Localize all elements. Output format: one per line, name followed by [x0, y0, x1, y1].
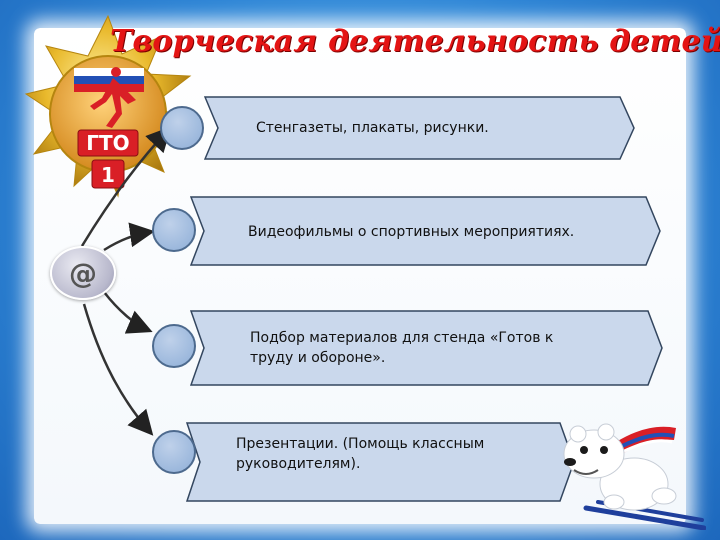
- page-title: Творческая деятельность детей: [110, 24, 720, 59]
- list-item: Презентации. (Помощь классным руководите…: [186, 422, 576, 502]
- item-text: Стенгазеты, плакаты, рисунки.: [256, 120, 489, 136]
- item-text: Подбор материалов для стенда «Готов к тр…: [250, 330, 554, 366]
- item-node-3: [152, 324, 196, 368]
- item-text: Презентации. (Помощь классным руководите…: [236, 436, 485, 472]
- item-node-4: [152, 430, 196, 474]
- list-item: Подбор материалов для стенда «Готов к тр…: [190, 310, 664, 386]
- medal-label-top: ГТО: [86, 131, 129, 155]
- item-text: Видеофильмы о спортивных мероприятиях.: [248, 224, 575, 240]
- polar-bear-mascot-icon: [563, 423, 706, 530]
- arrow-2: [103, 222, 155, 252]
- medal-label-num: 1: [101, 163, 115, 187]
- item-node-2: [152, 208, 196, 252]
- item-node-1: [160, 106, 204, 150]
- arrow-3: [103, 291, 153, 334]
- arrow-1: [80, 126, 172, 247]
- list-item: Стенгазеты, плакаты, рисунки.: [204, 96, 636, 160]
- arrow-4: [82, 303, 154, 436]
- email-icon: @: [50, 246, 116, 300]
- list-item: Видеофильмы о спортивных мероприятиях.: [190, 196, 662, 266]
- at-sign: @: [69, 256, 97, 290]
